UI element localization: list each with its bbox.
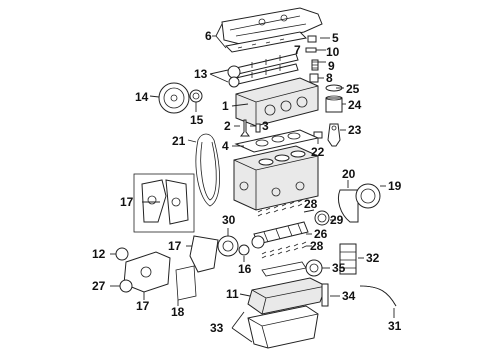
callout-33: 33 [210,321,224,335]
callout-19: 19 [388,179,402,193]
callout-16: 16 [238,262,252,276]
lower-oil-pan [247,305,319,349]
callout-14: 14 [135,90,149,104]
piston-assembly [313,84,343,147]
crank-pulley [217,235,250,257]
oil-pump-pickup [261,259,323,277]
cylinder-head [235,77,319,127]
callout-23: 23 [348,123,362,137]
callout-32: 32 [366,251,380,265]
callout-20: 20 [342,167,356,181]
camshafts [227,53,299,88]
main-bearings-lower [261,241,307,259]
cam-sprocket [158,82,203,114]
callout-10: 10 [326,45,340,59]
callout-12: 12 [92,247,106,261]
callout-6: 6 [205,29,212,43]
callout-28-lower: 28 [310,239,324,253]
callout-11: 11 [226,287,239,301]
main-bearings-upper [257,199,303,217]
callout-28-upper: 28 [304,197,318,211]
callout-15: 15 [190,113,204,127]
callout-18: 18 [171,305,185,319]
cover-gasket [175,265,197,301]
callout-5: 5 [332,31,339,45]
callout-8: 8 [326,71,333,85]
callout-2: 2 [224,119,231,133]
callout-24: 24 [348,98,362,112]
oil-tube [321,283,329,307]
oil-cooler [339,243,357,275]
oil-pump-housing [115,247,171,293]
small-fittings [305,35,319,83]
leader-lines [110,23,395,343]
callout-26: 26 [314,227,328,241]
callout-9: 9 [328,59,335,73]
head-gasket [234,129,320,153]
engine-block [233,145,319,211]
callout-30: 30 [222,213,236,227]
callout-13: 13 [194,67,208,81]
callout-34: 34 [342,289,356,303]
coolant-hose [359,285,397,307]
front-cover [189,235,219,273]
valve-cover [221,7,323,53]
callout-4: 4 [222,139,229,153]
callout-29: 29 [330,213,344,227]
upper-oil-pan [247,277,327,315]
callout-17-bottom: 17 [136,299,150,313]
callout-17-top: 17 [120,195,134,209]
valves [240,119,261,137]
crank-seal-29 [314,210,330,226]
crankshaft [251,221,309,249]
rear-seal-housing [337,183,381,223]
callout-3: 3 [262,119,269,133]
timing-belt [195,133,220,207]
callout-21: 21 [172,134,186,148]
callout-22: 22 [311,145,325,159]
callout-7: 7 [294,43,301,57]
timing-cover-box [133,173,195,233]
callout-27: 27 [92,279,106,293]
callout-25: 25 [346,82,360,96]
callout-35: 35 [332,261,346,275]
callout-1: 1 [222,99,229,113]
callout-17-mid: 17 [168,239,182,253]
callout-labels: 6 5 7 10 9 8 13 14 15 1 2 3 25 24 23 22 … [92,29,402,335]
callout-31: 31 [388,319,402,333]
